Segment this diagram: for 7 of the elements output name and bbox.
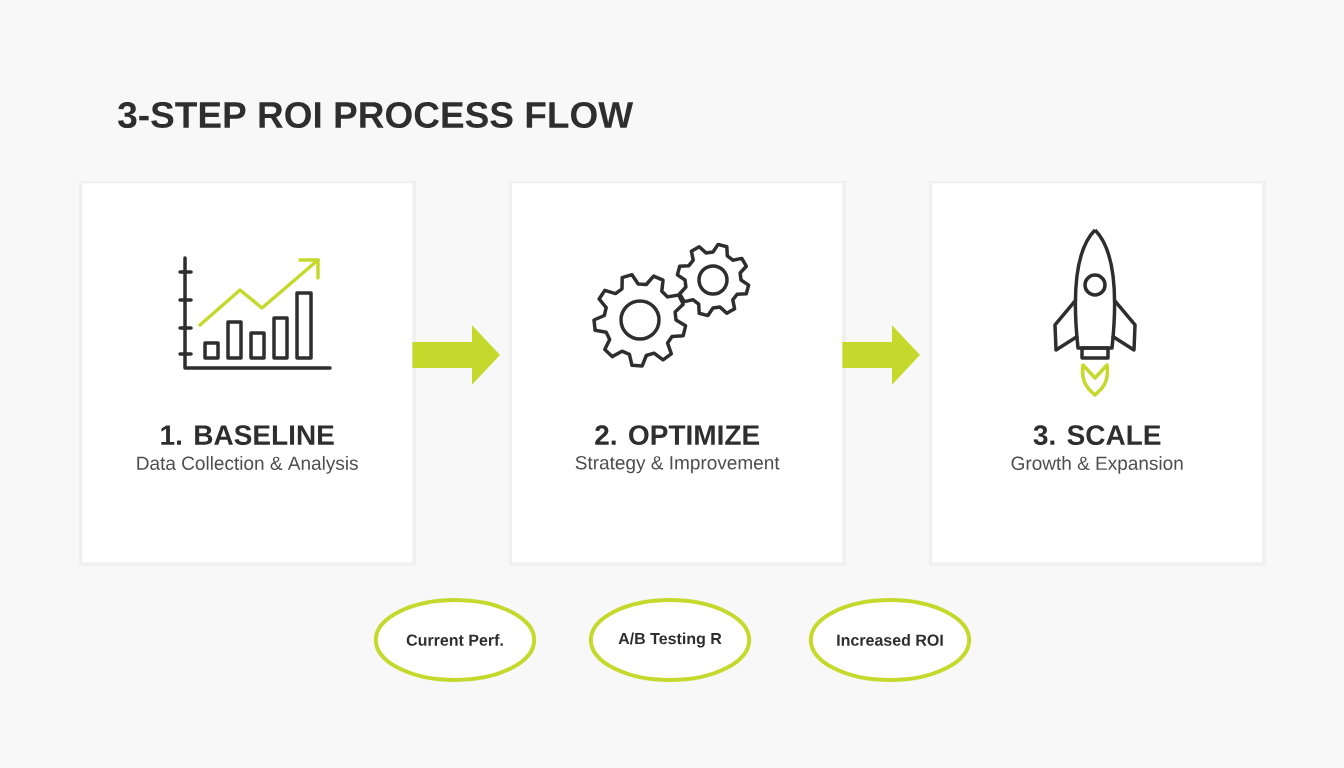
step-card: 3. SCALE Growth & Expansion bbox=[932, 183, 1263, 563]
step-card: 2. OPTIMIZE Strategy & Improvement bbox=[512, 183, 843, 563]
step-card: 1. BASELINE Data Collection & Analysis bbox=[82, 183, 413, 563]
title: 3-STEP ROI PROCESS FLOW bbox=[118, 101, 634, 129]
result-oval: Increased ROI bbox=[808, 598, 972, 682]
result-oval: A/B Testing R bbox=[588, 598, 752, 682]
result-oval: Current Perf. bbox=[373, 598, 537, 682]
